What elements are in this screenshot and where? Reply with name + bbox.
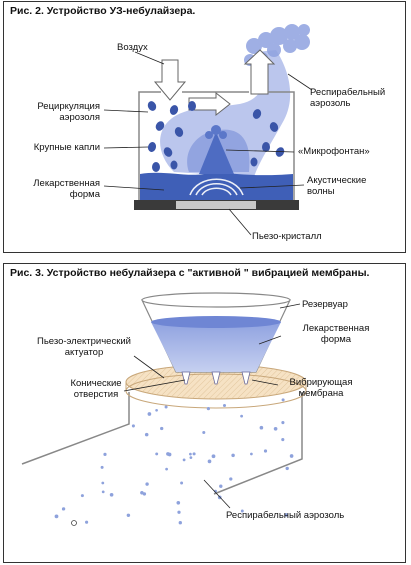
aerosol-droplet xyxy=(85,520,89,524)
aerosol-droplet xyxy=(229,477,233,481)
label-microfountain: «Микрофонтан» xyxy=(298,146,370,157)
aerosol-droplet xyxy=(54,514,59,519)
figure-2-leaders xyxy=(103,51,313,236)
aerosol-droplet xyxy=(273,426,278,431)
outlet-arrow xyxy=(243,49,276,95)
aerosol-droplet xyxy=(211,454,216,459)
aerosol-droplet xyxy=(101,481,105,485)
aerosol-droplet xyxy=(177,510,181,514)
label-large-drops: Крупные капли xyxy=(33,142,100,153)
aerosol-droplet xyxy=(240,509,244,513)
label-respirable-aerosol-3: Респирабельный аэрозоль xyxy=(226,510,345,521)
label-air: Воздух xyxy=(117,42,148,53)
figure-2-diagram xyxy=(103,24,313,236)
aerosol-droplet xyxy=(285,466,289,471)
aerosol-droplet xyxy=(207,459,212,464)
aerosol-droplet xyxy=(178,521,182,525)
aerosol-droplets xyxy=(54,398,294,525)
figure-3-leaders xyxy=(123,303,301,509)
aerosol-droplet xyxy=(281,438,285,442)
aerosol-droplet xyxy=(192,452,196,456)
label-reservoir: Резервуар xyxy=(302,299,348,310)
aerosol-droplet xyxy=(222,403,227,408)
aerosol-droplet xyxy=(263,449,268,453)
aerosol-droplet xyxy=(176,500,181,505)
aerosol-droplet xyxy=(281,421,285,425)
aerosol-droplet xyxy=(61,507,65,511)
aerosol-droplet xyxy=(180,481,184,485)
aerosol-droplet xyxy=(206,407,210,411)
aerosol-droplet xyxy=(189,452,192,456)
aerosol-droplet xyxy=(80,494,84,498)
inlet-arrow xyxy=(153,59,187,101)
aerosol-droplet xyxy=(155,408,158,412)
conical-holes xyxy=(181,371,251,385)
aerosol-droplet xyxy=(182,458,186,462)
figure-3-diagram xyxy=(21,292,307,526)
aerosol-droplet xyxy=(145,482,149,486)
figure-3-caption: Рис. 3. Устройство небулайзера с "активн… xyxy=(10,267,370,279)
aerosol-droplet xyxy=(231,453,235,458)
aerosol-droplet xyxy=(103,452,107,456)
aerosol-droplet xyxy=(167,452,172,457)
aerosol-droplet xyxy=(109,492,114,497)
aerosol-droplet xyxy=(164,405,168,409)
aerosol-droplet xyxy=(144,432,149,437)
aerosol-droplet xyxy=(289,454,294,458)
liquid-medication xyxy=(140,172,293,200)
aerosol-droplet xyxy=(160,426,164,431)
aerosol-droplet xyxy=(165,467,168,471)
aerosol-droplet xyxy=(202,430,206,435)
spacer-walls xyxy=(21,392,303,495)
aerosol-droplet xyxy=(155,452,159,456)
aerosol-droplet xyxy=(250,452,253,456)
aerosol-droplet xyxy=(259,425,264,430)
aerosol-droplet xyxy=(219,484,223,488)
aerosol-droplet xyxy=(126,513,131,518)
aerosol-droplet xyxy=(147,412,152,416)
aerosol-droplet xyxy=(284,513,288,517)
aerosol-droplet xyxy=(240,414,244,418)
label-piezo-crystal: Пьезо-кристалл xyxy=(252,231,322,242)
aerosol-droplet xyxy=(140,491,144,495)
aerosol-droplet xyxy=(131,424,135,428)
aerosol-droplet xyxy=(100,465,104,469)
acoustic-waves xyxy=(189,178,244,196)
microfountain xyxy=(199,132,234,174)
piezo-crystal xyxy=(176,201,256,209)
large-droplets xyxy=(147,101,285,172)
figure-2-panel: Рис. 2. Устройство УЗ-небулайзера. xyxy=(3,1,406,253)
figure-3-panel: Рис. 3. Устройство небулайзера с "активн… xyxy=(3,263,406,563)
aerosol-droplet xyxy=(281,398,285,402)
marker-circle xyxy=(71,520,77,526)
medication-liquid xyxy=(151,322,281,372)
figure-2-caption: Рис. 2. Устройство УЗ-небулайзера. xyxy=(10,5,196,17)
aerosol-droplet xyxy=(189,456,193,459)
aerosol-droplet xyxy=(101,490,105,494)
